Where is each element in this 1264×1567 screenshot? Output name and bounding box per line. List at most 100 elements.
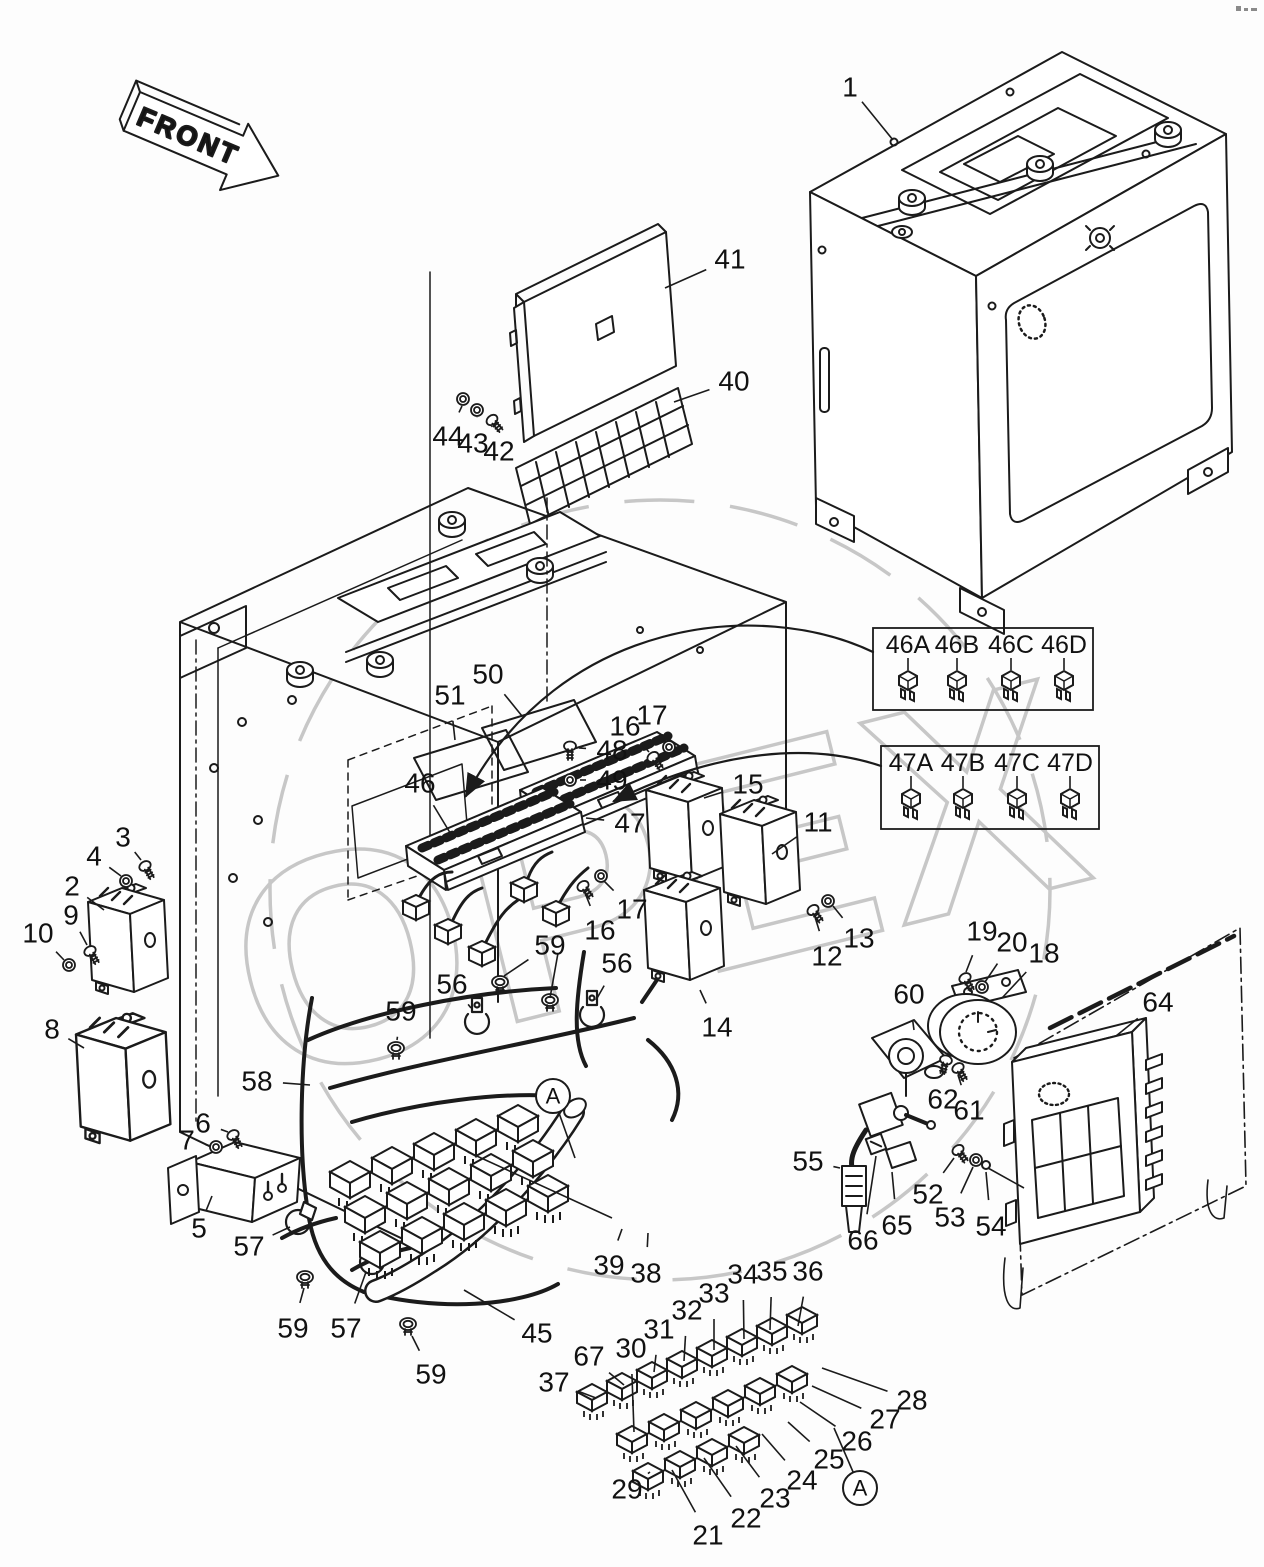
relay-unit (510, 876, 538, 903)
part-label: 50 (472, 659, 503, 690)
part-label: 13 (843, 923, 874, 954)
part-label: 42 (483, 436, 514, 467)
part-label: 34 (727, 1259, 758, 1290)
electric-box-cover (809, 51, 1233, 635)
legend-arrow-46 (464, 624, 875, 798)
relay-unit (726, 1328, 758, 1366)
relay-unit (542, 900, 570, 927)
leader-line (811, 1385, 862, 1410)
part-label: 59 (277, 1313, 308, 1344)
part-label: 19 (966, 916, 997, 947)
bolt-59 (296, 1270, 314, 1289)
relay-module-11 (718, 794, 802, 908)
leader-line (108, 866, 122, 877)
leader-line (503, 693, 523, 717)
toggle-switch-55 (841, 1091, 936, 1233)
washer-43 (470, 403, 484, 417)
part-label: 53 (934, 1202, 965, 1233)
leader-line (671, 1469, 697, 1513)
washer-17 (594, 869, 608, 883)
leader-line (353, 1271, 367, 1304)
leader-line (503, 958, 529, 977)
leader-line (205, 1143, 212, 1147)
leader-line (608, 1371, 625, 1386)
leader-line (891, 1171, 896, 1200)
relay-unit (756, 1317, 788, 1355)
leader-line (411, 1335, 421, 1352)
leader-line (761, 1433, 786, 1461)
relay-unit (576, 1383, 608, 1421)
leader-line (79, 931, 88, 946)
leader-line (631, 1373, 635, 1433)
part-label: 29 (611, 1474, 642, 1505)
part-label: 45 (521, 1318, 552, 1349)
cover-knob (1085, 225, 1115, 251)
part-label: 16 (584, 915, 615, 946)
leader-line (821, 1367, 888, 1393)
leader-line (578, 1390, 597, 1399)
leader-line (771, 836, 798, 855)
part-label: 49 (596, 765, 627, 796)
fuse-id-label: 47A (889, 749, 934, 777)
leader-line (467, 1003, 472, 1009)
relay-unit (786, 1306, 818, 1344)
leader-line (960, 1166, 974, 1194)
part-label: 10 (22, 918, 53, 949)
leader-line (984, 963, 999, 983)
leader-line (965, 954, 974, 973)
timer-motor-60 (871, 1019, 947, 1097)
part-label: 59 (415, 1359, 446, 1390)
leader-line (861, 101, 894, 141)
relay-unit (402, 894, 430, 921)
relay-unit (744, 1377, 776, 1415)
leader-line (987, 1167, 1025, 1189)
part-label: 48 (596, 735, 627, 766)
leader-line (957, 1074, 962, 1086)
fuse-id-label: 46C (988, 631, 1034, 659)
bolt-59 (399, 1317, 417, 1336)
part-label: 55 (792, 1146, 823, 1177)
controller-64 (1003, 1017, 1163, 1245)
part-label: 32 (671, 1295, 702, 1326)
part-label: 60 (893, 979, 924, 1010)
part-label: 35 (756, 1256, 787, 1287)
leader-line (452, 720, 456, 741)
leader-line (866, 1155, 877, 1215)
leader-line (833, 1165, 841, 1169)
leader-line (642, 744, 650, 753)
leader-line (942, 1157, 955, 1174)
pin-54 (981, 1160, 991, 1170)
part-label: 59 (534, 930, 565, 961)
part-label: 21 (692, 1520, 723, 1551)
leader-lines-layer (55, 101, 1139, 1513)
part-label: 2 (64, 871, 80, 902)
part-label: 9 (63, 900, 79, 931)
part-label: 16 (609, 711, 640, 742)
part-label: 26 (841, 1426, 872, 1457)
part-label: 51 (434, 680, 465, 711)
harness-connector-wires (418, 850, 590, 944)
panel-edge-line (1047, 933, 1237, 1031)
leader-line (832, 905, 844, 919)
relay-module-15 (644, 770, 728, 884)
part-label: 28 (896, 1385, 927, 1416)
part-label: 40 (718, 366, 749, 397)
part-label: 43 (457, 428, 488, 459)
leader-line (646, 1232, 649, 1248)
part-label: 11 (803, 807, 832, 838)
leader-line (673, 388, 710, 403)
leader-line (833, 1427, 855, 1474)
part-label: 56 (601, 948, 632, 979)
fuse-id-label: 46D (1041, 631, 1087, 659)
clip-66 (864, 1132, 888, 1156)
washer-53 (969, 1153, 983, 1167)
washer-7 (209, 1140, 223, 1154)
leader-line (584, 892, 591, 907)
reference-circle (535, 1078, 571, 1114)
fuse-id-label: 47B (941, 749, 985, 777)
fuse-id-label: 47C (994, 749, 1040, 777)
part-label: 25 (813, 1444, 844, 1475)
front-direction-arrow: FRONT (118, 79, 280, 192)
part-label: 67 (573, 1341, 604, 1372)
